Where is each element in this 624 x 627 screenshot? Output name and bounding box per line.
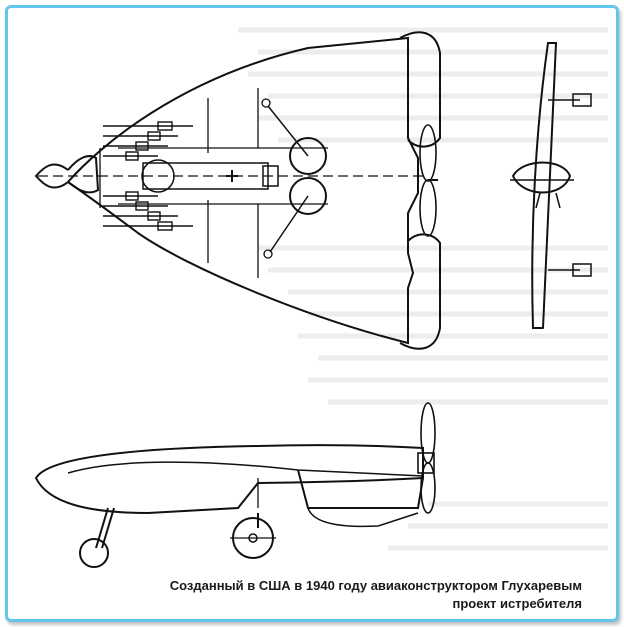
caption-line-1: Созданный в США в 1940 году авиаконструк… xyxy=(169,578,582,593)
top-view xyxy=(34,31,441,350)
background-ghost-text xyxy=(238,27,608,551)
image-frame: Созданный в США в 1940 году авиаконструк… xyxy=(5,5,619,622)
side-view xyxy=(34,402,436,568)
figure-caption: Созданный в США в 1940 году авиаконструк… xyxy=(170,577,582,613)
front-view xyxy=(510,42,592,329)
aircraft-drawing xyxy=(34,27,608,568)
caption-line-2: проект истребителя xyxy=(452,596,583,611)
